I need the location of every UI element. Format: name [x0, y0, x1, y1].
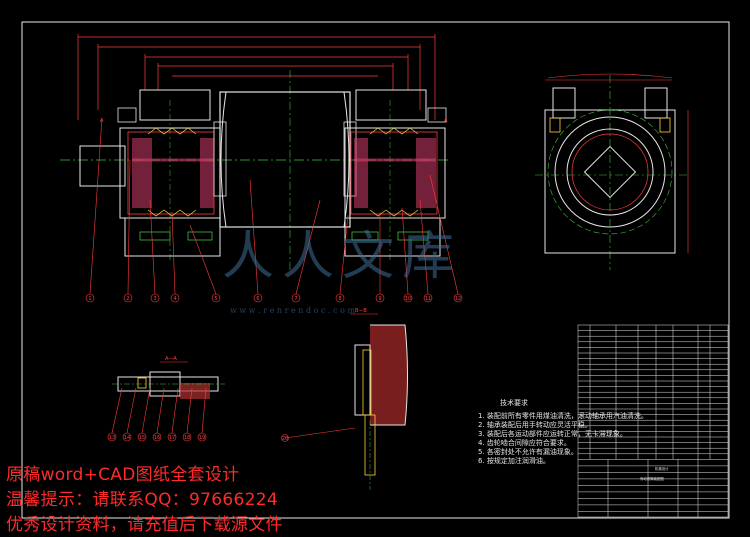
part-balloon [375, 293, 385, 303]
part-number-label: 3 [153, 296, 156, 302]
leader-line [189, 224, 217, 295]
promo-line-2: 温馨提示：请联系QQ：97666224 [6, 490, 278, 510]
tech-note-line: 4. 齿轮啮合间隙应符合要求。 [478, 438, 571, 447]
section-part-balloon [107, 432, 117, 442]
title-block: 传动滚筒装配图 机械设计 [577, 324, 729, 518]
section-part-number-label: 17 [169, 435, 175, 441]
section-leader-line [111, 387, 123, 434]
end-view [535, 73, 690, 270]
part-number-label: 8 [338, 296, 341, 302]
part-number-label: 12 [455, 296, 461, 302]
part-balloon [211, 293, 221, 303]
part-balloon [403, 293, 413, 303]
part-number-label: 11 [425, 296, 431, 302]
section-part-number-label: 16 [154, 435, 160, 441]
part-balloon [150, 293, 160, 303]
part-balloon [291, 293, 301, 303]
technical-requirements: 技术要求 1. 装配前所有零件用煤油清洗，滚动轴承用汽油清洗。2. 轴承装配后用… [478, 398, 648, 465]
section-leader-line [126, 387, 137, 434]
section-part-number-label: 13 [109, 435, 115, 441]
section-a-a-title: A—A [165, 356, 177, 362]
bb-part-number: 20 [282, 436, 288, 442]
leader-line [339, 214, 349, 295]
leader-line [295, 199, 321, 295]
section-leader-line [201, 387, 207, 434]
section-part-number-label: 14 [124, 435, 130, 441]
leader-line [249, 179, 259, 295]
section-part-balloon [182, 432, 192, 442]
part-balloon [423, 293, 433, 303]
leader-line [89, 117, 103, 295]
promo-line-1: 原稿word+CAD图纸全套设计 [6, 465, 240, 485]
tech-note-line: 5. 各密封处不允许有漏油现象。 [478, 447, 578, 456]
section-b-b-title: B—B [355, 308, 367, 314]
section-a-a: A—A 13 14 15 16 17 18 19 [107, 356, 225, 442]
section-part-balloon [122, 432, 132, 442]
promo-line-3: 优秀设计资料，请充值后下载源文件 [6, 515, 283, 535]
section-part-balloon [167, 432, 177, 442]
section-leader-line [156, 387, 165, 434]
part-number-label: 10 [405, 296, 411, 302]
section-leader-line [186, 387, 193, 434]
title-block-designation: 传动滚筒装配图 [640, 476, 664, 481]
part-number-label: 7 [294, 296, 297, 302]
part-number-label: 1 [88, 296, 91, 302]
part-number-label: 9 [378, 296, 381, 302]
watermark-url: w w w . r e n r e n d o c . c o m [230, 306, 356, 315]
part-balloon [335, 293, 345, 303]
section-part-balloon [137, 432, 147, 442]
bom-frame [577, 324, 729, 518]
tech-notes-title: 技术要求 [500, 398, 528, 407]
leader-line [127, 159, 131, 295]
tech-note-line: 2. 轴承装配后用手转动应灵活平稳。 [478, 420, 592, 429]
leader-line [429, 174, 459, 295]
drawing-border [21, 21, 730, 519]
tech-note-line: 3. 装配后各运动部件应运转正常，无卡滞现象。 [478, 429, 627, 438]
part-number-label: 6 [256, 296, 259, 302]
section-leader-line [171, 387, 179, 434]
leader-line [419, 199, 429, 295]
part-number-label: 2 [126, 296, 129, 302]
section-part-balloon [152, 432, 162, 442]
part-balloon [253, 293, 263, 303]
tech-note-line: 1. 装配前所有零件用煤油清洗，滚动轴承用汽油清洗。 [478, 411, 648, 420]
section-part-number-label: 18 [184, 435, 190, 441]
section-b-b: B—B 20 [281, 308, 408, 490]
part-balloon [453, 293, 463, 303]
section-part-balloon [197, 432, 207, 442]
section-leader-line [141, 387, 151, 434]
section-part-number-label: 19 [199, 435, 205, 441]
tech-note-line: 6. 按规定加注润滑油。 [478, 456, 550, 465]
view-marker-a-right: A [444, 118, 448, 124]
leader-line [171, 211, 176, 295]
section-part-number-label: 15 [139, 435, 145, 441]
leader-line [401, 207, 409, 295]
part-number-label: 5 [214, 296, 217, 302]
leader-line [149, 199, 156, 295]
part-number-label: 4 [173, 296, 176, 302]
part-balloon [123, 293, 133, 303]
watermark-logo: 人人文库 [222, 227, 463, 287]
title-block-school: 机械设计 [655, 466, 669, 471]
part-balloon [85, 293, 95, 303]
part-balloon [170, 293, 180, 303]
